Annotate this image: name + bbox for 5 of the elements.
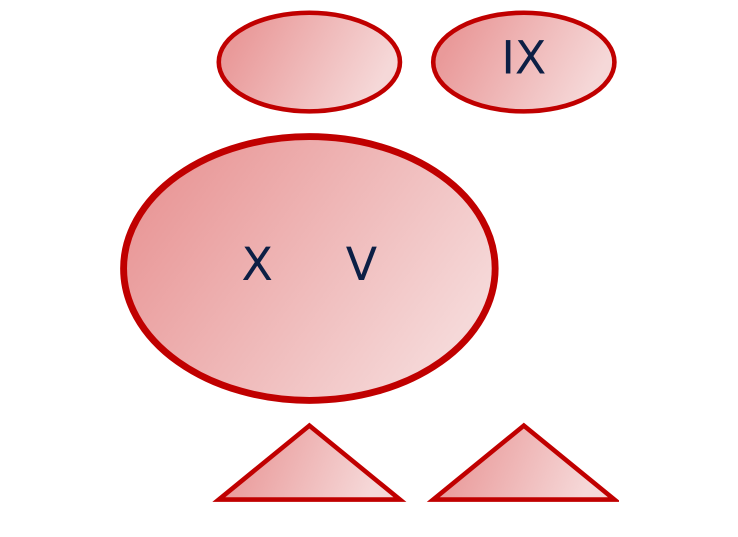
node-triangle	[212, 422, 406, 502]
node-ellipse	[216, 10, 402, 114]
node-ellipse: IX	[430, 10, 617, 114]
node-triangle	[426, 422, 619, 502]
node-ellipse: X V	[120, 133, 499, 404]
